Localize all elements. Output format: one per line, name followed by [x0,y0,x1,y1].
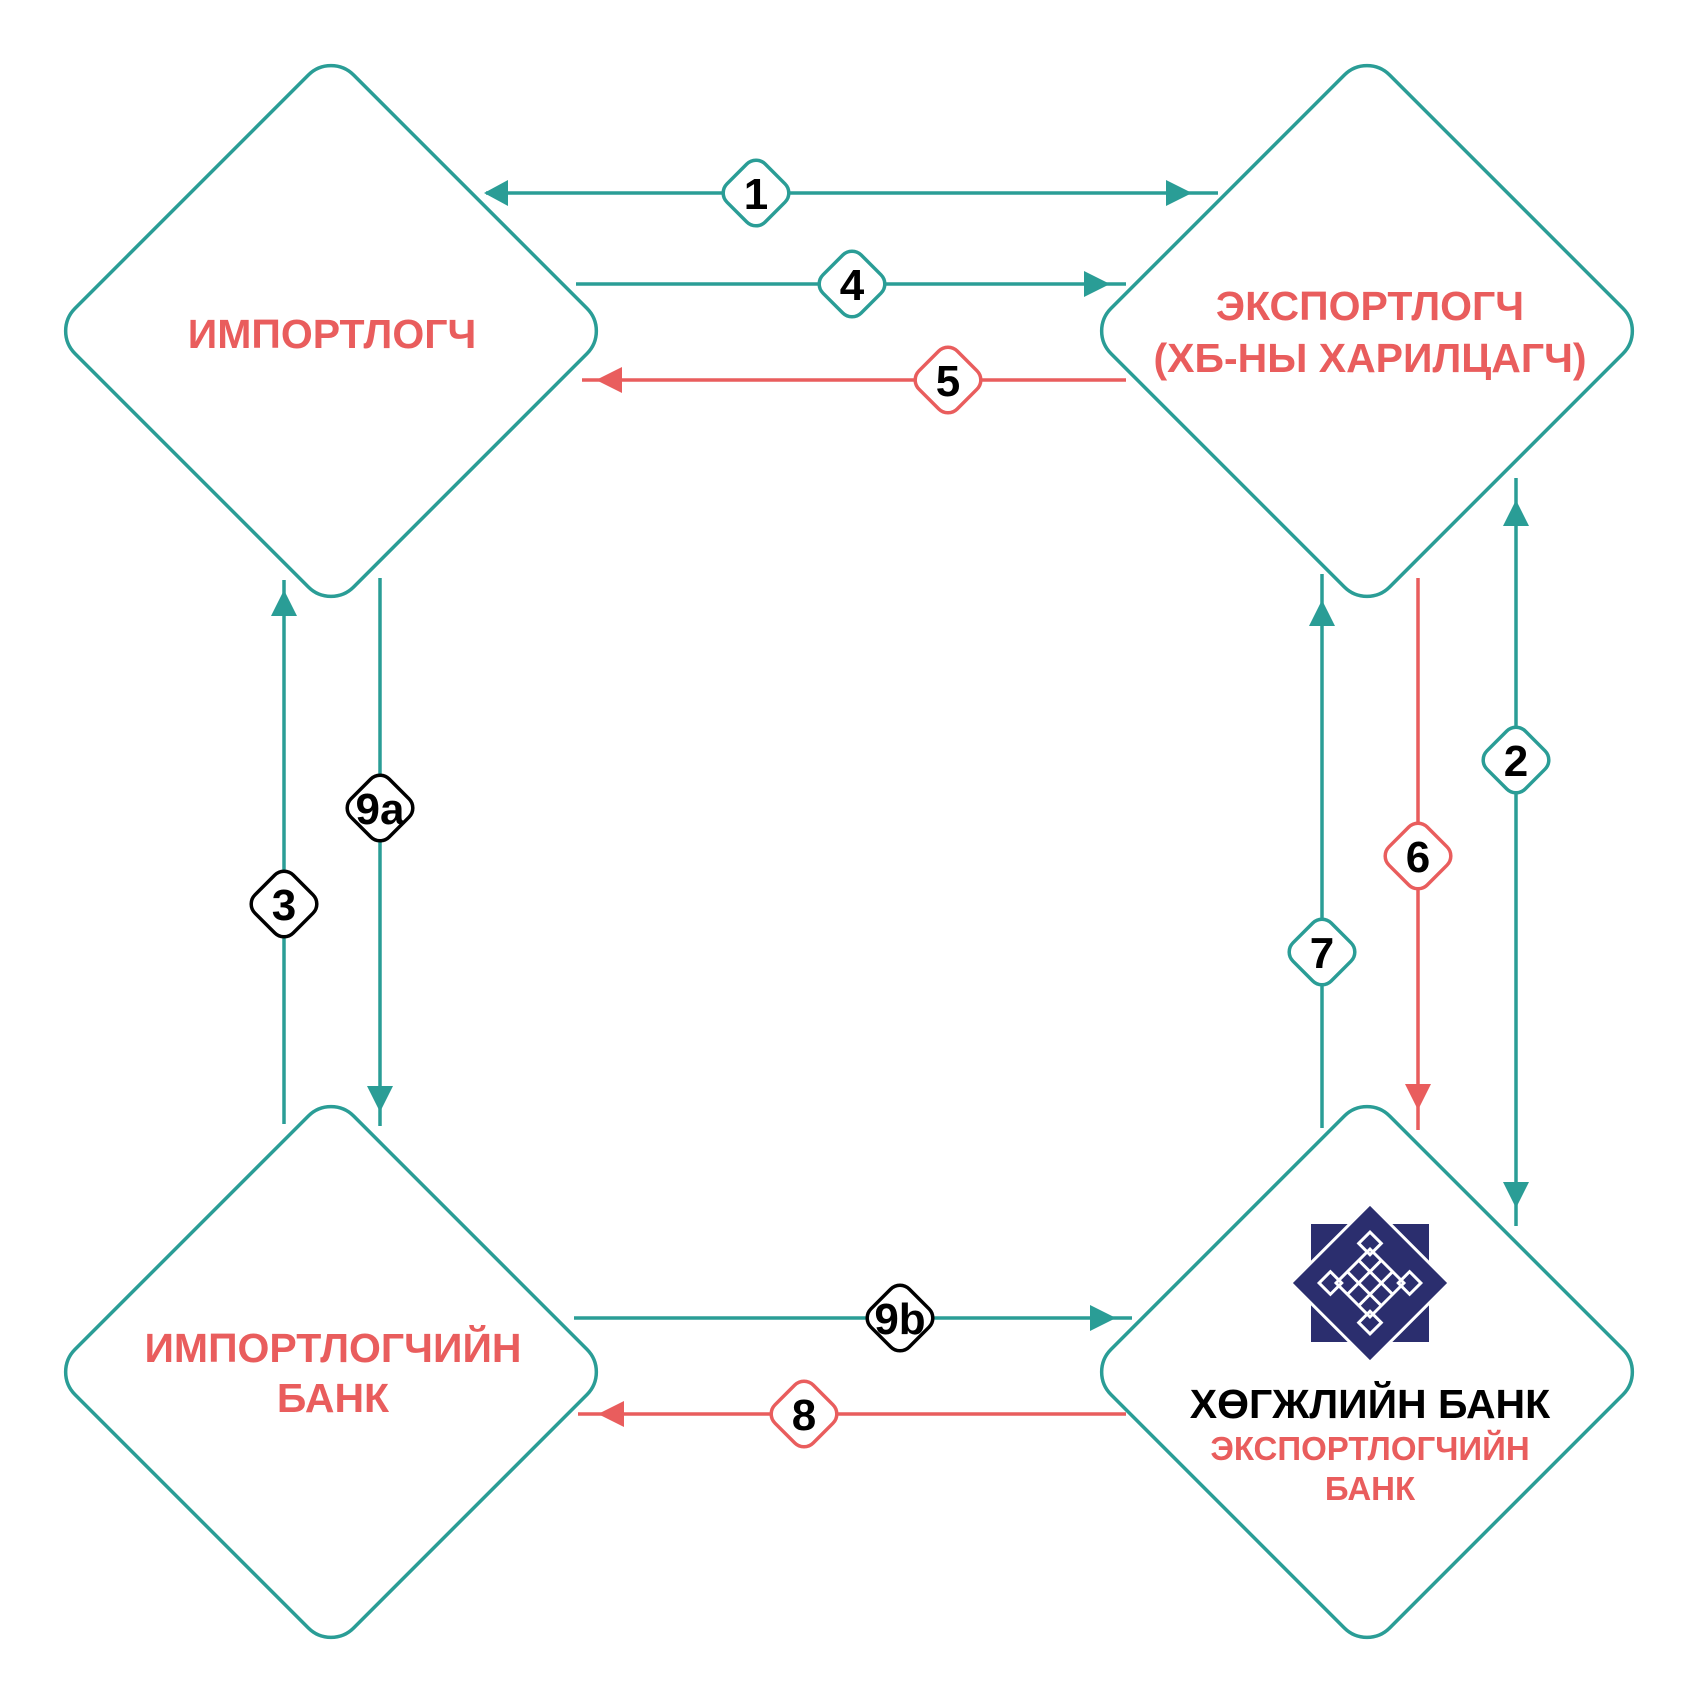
importer-bank-label-line2: БАНК [277,1375,390,1421]
exporter-label-line2: (ХБ-НЫ ХАРИЛЦАГЧ) [1153,335,1586,381]
step-badge-3: 3 [249,869,319,939]
exporter-bank-sub-line2: БАНК [1325,1470,1416,1507]
importer-label: ИМПОРТЛОГЧ [188,311,477,357]
flow-2-arrow-down [1503,1182,1529,1208]
importer-bank-label-line1: ИМПОРТЛОГЧИЙН [144,1325,521,1371]
exporter-label-line1: ЭКСПОРТЛОГЧ [1216,283,1524,329]
step-badge-4: 4 [817,249,887,319]
svg-text:8: 8 [792,1391,816,1440]
svg-text:9b: 9b [874,1295,925,1344]
step-badge-9b: 9b [865,1283,935,1353]
step-badge-1: 1 [721,158,791,228]
exporter-bank-node [1099,1104,1635,1640]
step-badge-7: 7 [1287,917,1357,987]
step-badge-6: 6 [1383,821,1453,891]
step-badge-2: 2 [1481,725,1551,795]
svg-text:1: 1 [744,170,768,219]
flow-8-arrow [598,1401,624,1427]
exporter-node [1099,63,1635,599]
svg-text:7: 7 [1310,929,1334,978]
svg-text:2: 2 [1504,737,1528,786]
step-badge-8: 8 [769,1379,839,1449]
step-badge-9a: 9a [345,773,415,843]
endless-knot-icon [1288,1201,1452,1365]
flow-5-arrow [596,367,622,393]
importer-node [63,63,599,599]
flow-4-arrow [1084,271,1110,297]
exporter-bank-sub-line1: ЭКСПОРТЛОГЧИЙН [1210,1429,1529,1467]
svg-text:5: 5 [936,357,960,406]
flow-7-arrow [1309,600,1335,626]
flow-2-arrow-up [1503,500,1529,526]
flow-6-arrow [1405,1084,1431,1110]
flow-1-arrow-left [484,180,508,206]
flow-1-arrow-right [1166,180,1192,206]
flow-3-arrow [271,590,297,616]
exporter-bank-name: ХӨГЖЛИЙН БАНК [1190,1381,1551,1427]
flow-9a-arrow [367,1086,393,1112]
flow-9b-arrow [1090,1305,1116,1331]
svg-text:9a: 9a [356,785,405,834]
importer-bank-node [63,1104,599,1640]
svg-text:3: 3 [272,881,296,930]
step-badge-5: 5 [913,345,983,415]
svg-text:6: 6 [1406,833,1430,882]
svg-text:4: 4 [840,261,865,310]
